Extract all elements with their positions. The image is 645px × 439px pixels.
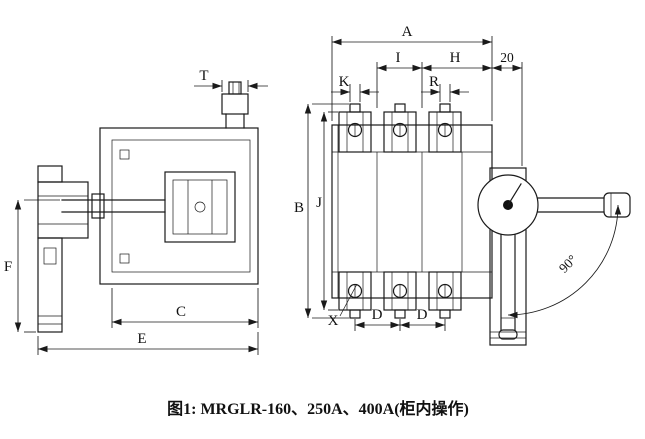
side-view-dimensions: T F C E [4, 68, 268, 355]
mechanism-inner [172, 179, 228, 235]
dim-label-i: I [396, 50, 401, 66]
dim-label-x: X [328, 313, 339, 329]
dim-x: X [328, 283, 358, 329]
pole-1 [338, 103, 372, 319]
dim-label-j: J [316, 195, 322, 211]
side-body-outline [99, 127, 259, 285]
pole-2 [383, 103, 417, 319]
screw-square-top [119, 149, 130, 160]
top-terminal-bolt [228, 81, 242, 95]
dim-label-20: 20 [500, 50, 514, 65]
handle-tip [498, 329, 518, 340]
screw-square-bottom [119, 253, 130, 264]
dim-h: H [422, 50, 492, 72]
dim-20: 20 [492, 50, 523, 166]
handle-pointer [507, 183, 522, 206]
dim-b: B [294, 103, 349, 319]
side-body [99, 81, 259, 285]
side-mechanism [164, 171, 236, 243]
dim-f: F [4, 199, 60, 333]
dim-j: J [316, 111, 338, 311]
dim-label-90: 90° [556, 252, 580, 276]
dim-k: K [331, 74, 379, 102]
shaft-collar [91, 193, 105, 219]
dim-d-left: D [354, 307, 401, 331]
rotation-arc [507, 204, 622, 319]
x-leader-line [339, 283, 358, 317]
dim-label-f: F [4, 259, 12, 275]
bracket-arm [37, 237, 63, 333]
figure-caption: 图1: MRGLR-160、250A、400A(柜内操作) [167, 399, 469, 418]
dim-label-r: R [429, 74, 439, 90]
front-view [331, 103, 493, 319]
side-view [37, 81, 259, 333]
handle-vertical [498, 234, 518, 340]
mechanism-box [164, 171, 236, 243]
dim-label-b: B [294, 200, 304, 216]
dim-label-d-right: D [417, 307, 428, 323]
dim-e: E [37, 331, 259, 355]
dim-r: R [421, 74, 469, 102]
side-shaft [61, 193, 166, 219]
dim-d-right: D [400, 307, 446, 331]
top-terminal-block [221, 93, 249, 115]
dim-label-a: A [402, 24, 413, 40]
rotary-handle: 90° [477, 167, 631, 346]
dim-t: T [194, 68, 268, 92]
dim-label-h: H [450, 50, 461, 66]
dim-label-d-left: D [372, 307, 383, 323]
side-bracket [37, 165, 89, 333]
dim-i: I [376, 50, 423, 108]
mechanism-pivot [194, 201, 206, 213]
dim-c: C [111, 288, 259, 328]
front-view-dimensions: A I H 20 K R [294, 24, 523, 331]
handle-horizontal [537, 192, 631, 218]
dim-label-t: T [199, 68, 208, 84]
dim-label-c: C [176, 304, 186, 320]
bracket-tab [37, 165, 63, 183]
dim-label-e: E [137, 331, 146, 347]
bracket-slot [43, 247, 57, 265]
side-body-inner [111, 139, 251, 273]
pole-3 [428, 103, 462, 319]
bracket-plate [37, 181, 89, 239]
dim-label-k: K [339, 74, 350, 90]
dim-a: A [331, 24, 493, 121]
handle-grip [603, 192, 631, 218]
